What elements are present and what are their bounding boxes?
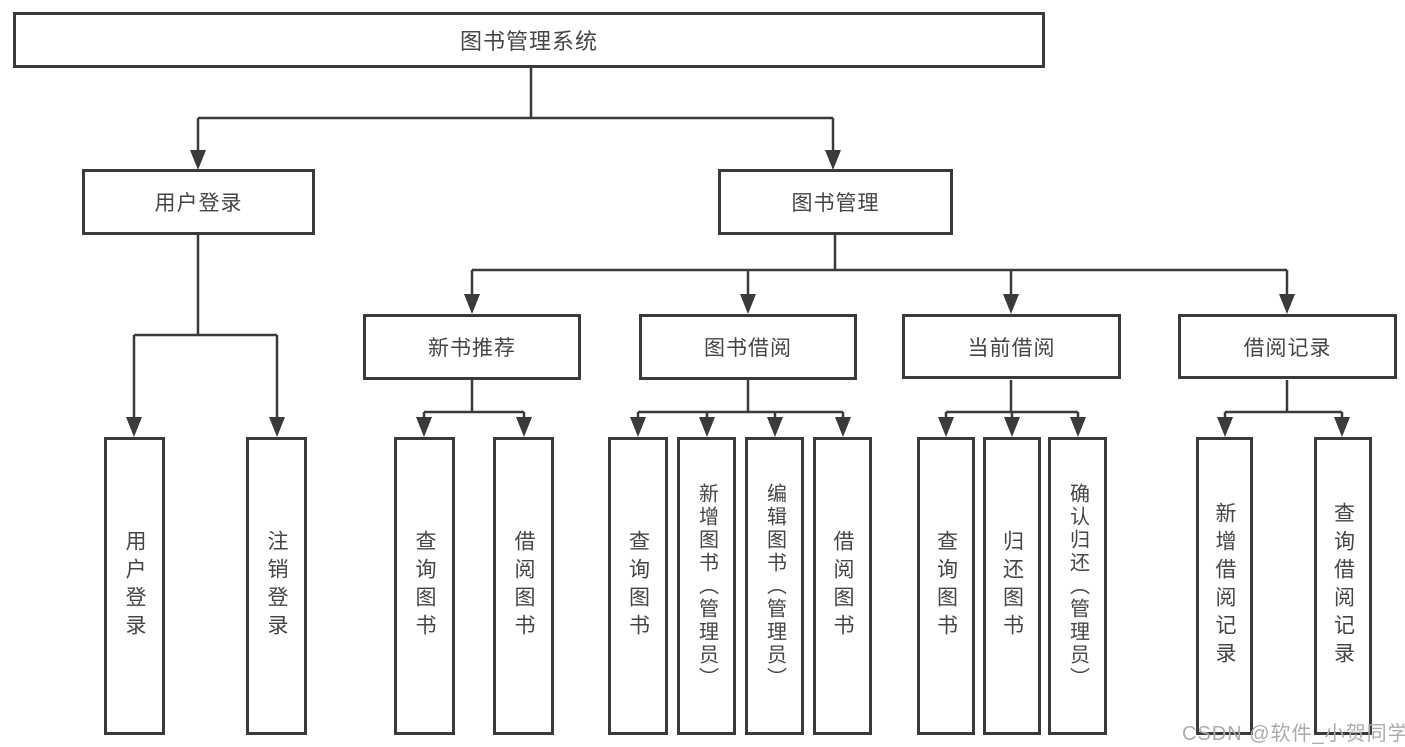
connector-records-children [1223, 380, 1344, 420]
connector-new-book-children [422, 380, 526, 420]
leaf-query-books-borrow: 查询图书 [608, 437, 668, 735]
node-book-management: 图书管理 [718, 169, 953, 235]
leaf-add-borrow-record: 新增借阅记录 [1196, 437, 1253, 735]
connector-current-children [944, 380, 1080, 420]
node-new-book-recommend: 新书推荐 [363, 314, 581, 380]
node-root-system: 图书管理系统 [13, 12, 1045, 68]
leaf-return-books: 归还图书 [983, 437, 1041, 735]
node-current-borrow: 当前借阅 [902, 314, 1121, 379]
leaf-confirm-return-admin: 确认归还（管理员） [1048, 437, 1107, 735]
node-user-login: 用户登录 [82, 169, 315, 235]
leaf-add-book-admin: 新增图书（管理员） [677, 437, 736, 735]
leaf-logout: 注销登录 [246, 437, 307, 735]
leaf-query-books-current: 查询图书 [917, 437, 975, 735]
csdn-watermark: CSDN @软件_小贺同学 [1182, 723, 1405, 745]
node-borrow-records: 借阅记录 [1178, 314, 1397, 379]
connector-user-login-children [132, 235, 279, 420]
connector-borrow-children [636, 380, 845, 420]
leaf-query-borrow-record: 查询借阅记录 [1314, 437, 1372, 735]
connector-root-to-level2 [196, 68, 835, 153]
arrowheads [126, 150, 1350, 437]
leaf-user-login: 用户登录 [104, 437, 165, 735]
leaf-borrow-books-recommend: 借阅图书 [493, 437, 554, 735]
node-book-borrow: 图书借阅 [639, 314, 857, 380]
leaf-borrow-books: 借阅图书 [813, 437, 872, 735]
connector-book-mgmt-children [470, 235, 1289, 297]
leaf-query-books-recommend: 查询图书 [394, 437, 455, 735]
leaf-edit-book-admin: 编辑图书（管理员） [745, 437, 804, 735]
